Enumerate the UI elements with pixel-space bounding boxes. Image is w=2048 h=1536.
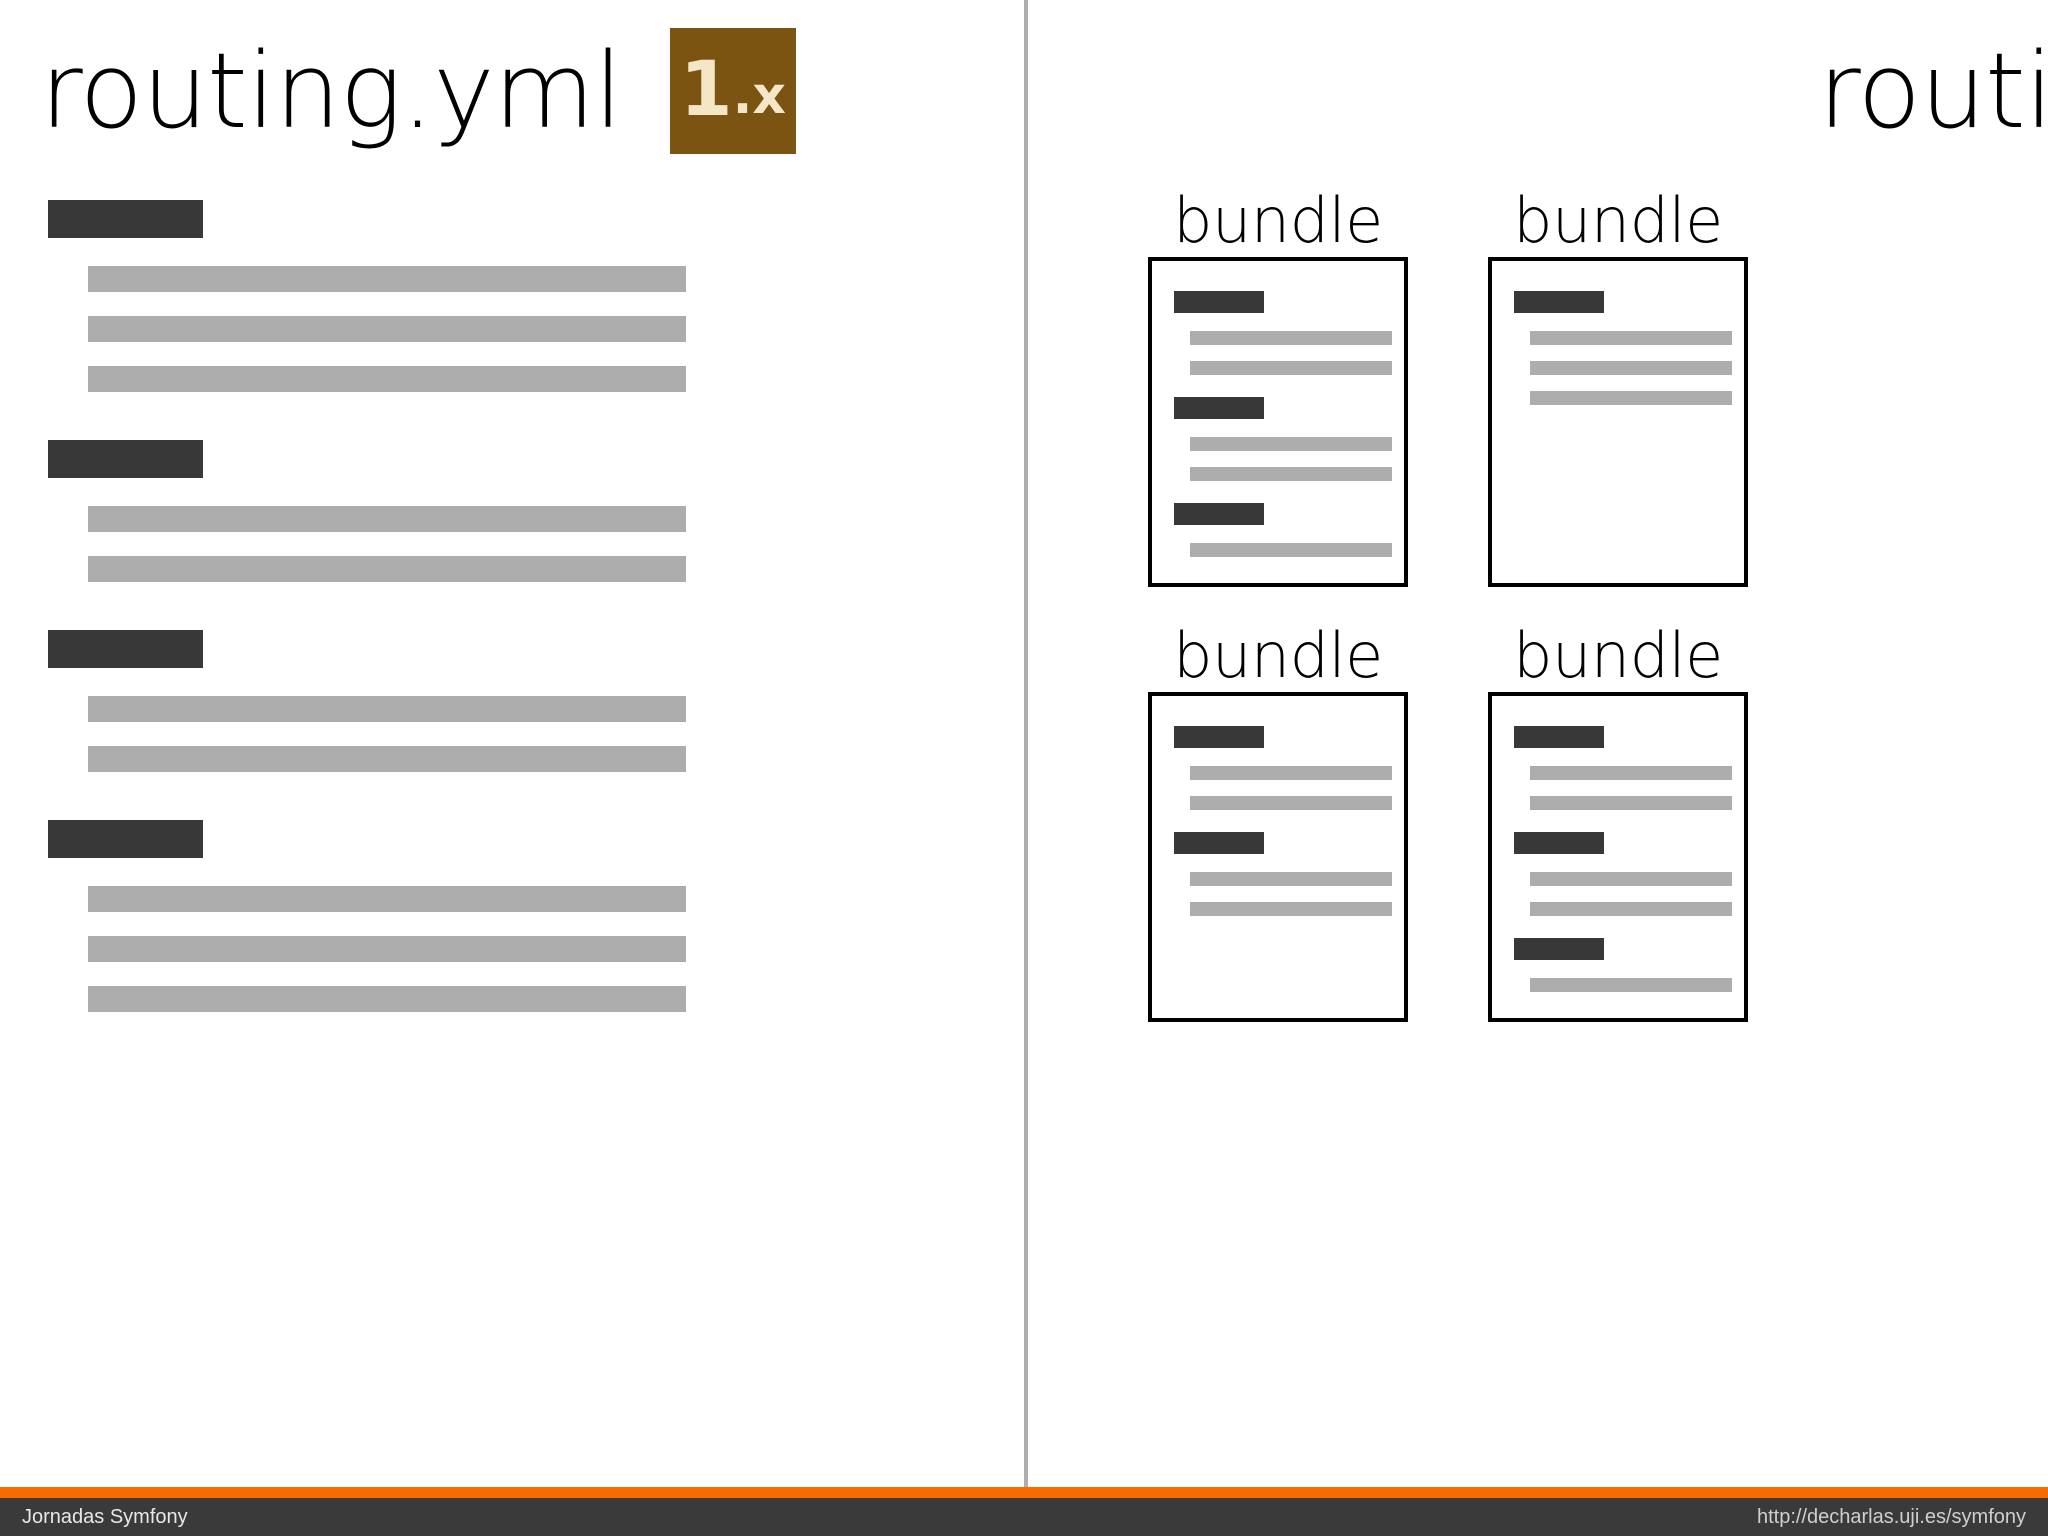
footer-accent-stripe [0,1487,2048,1498]
panel-legacy: routing.yml 1.x [0,0,1024,1487]
bundle-card: bundle [1488,619,1748,1023]
bundle-routing-file [1488,692,1748,1023]
config-key-bar [48,200,203,238]
bundle-label: bundle [1513,619,1723,693]
config-key-bar [1514,832,1604,855]
config-key-bar [1174,832,1264,855]
config-key-bar [1174,291,1264,314]
config-value-bar [1190,796,1392,811]
config-group [1152,291,1404,376]
config-key-bar [1174,397,1264,420]
config-group [1152,832,1404,917]
column-divider [1024,0,1028,1487]
config-value-bar [1530,766,1732,781]
config-key-bar [1514,291,1604,314]
bundle-card: bundle [1148,619,1408,1023]
config-value-bar [1530,796,1732,811]
config-value-bar [1190,872,1392,887]
config-key-bar [1174,503,1264,526]
config-key-bar [1174,726,1264,749]
config-value-bar [1190,331,1392,346]
footer-url: http://decharlas.uji.es/symfony [1756,1506,2026,1528]
config-group [1492,938,1744,993]
config-value-bar [88,986,686,1012]
panel-legacy-header: routing.yml 1.x [40,28,796,154]
config-group [1492,832,1744,917]
config-key-bar [1514,726,1604,749]
config-key-bar [1514,938,1604,961]
footer-event-name: Jornadas Symfony [22,1506,188,1528]
bundle-routing-file [1148,257,1408,588]
bundle-label: bundle [1173,619,1383,693]
version-badge-legacy: 1.x [669,28,796,154]
config-value-bar [1530,361,1732,376]
config-value-bar [1190,543,1392,558]
config-value-bar [88,886,686,912]
bundle-card: bundle [1488,184,1748,588]
slide-canvas: routing.yml 1.x routing.yml 2.x bundlebu… [0,0,2048,1487]
config-value-bar [1190,766,1392,781]
config-value-bar [1530,978,1732,993]
version-badge-major-legacy: 1 [679,44,733,133]
bundle-label: bundle [1513,184,1723,257]
config-group [0,440,1024,582]
config-group [0,200,1024,392]
config-value-bar [88,266,686,292]
config-value-bar [88,506,686,532]
bundle-label: bundle [1173,184,1383,257]
config-group [1152,726,1404,811]
config-value-bar [1530,872,1732,887]
config-value-bar [88,746,686,772]
panel-modern: routing.yml 2.x bundle bundle bundle bundle [1028,0,2048,1487]
panel-modern-header: routing.yml 2.x [1818,28,2048,154]
config-value-bar [1190,902,1392,917]
config-value-bar [1190,361,1392,376]
config-key-bar [48,820,203,858]
config-value-bar [88,936,686,962]
config-group [1152,397,1404,482]
footer-bar: Jornadas Symfony http://decharlas.uji.es… [0,1498,2048,1536]
config-group [1492,726,1744,811]
config-value-bar [1530,391,1732,406]
config-group [1492,291,1744,406]
page-title-legacy: routing.yml [40,30,623,152]
config-group [0,820,1024,1012]
config-key-bar [48,630,203,668]
routing-config-lines-legacy [0,200,1024,1060]
config-value-bar [88,556,686,582]
config-value-bar [88,316,686,342]
config-value-bar [1190,467,1392,482]
page-title-modern: routing.yml [1818,30,2048,152]
config-value-bar [1530,331,1732,346]
config-value-bar [1190,437,1392,452]
config-group [1152,503,1404,558]
config-key-bar [48,440,203,478]
bundle-routing-file [1488,257,1748,588]
config-value-bar [1530,902,1732,917]
config-value-bar [88,366,686,392]
config-value-bar [88,696,686,722]
bundle-card: bundle [1148,184,1408,588]
config-group [0,630,1024,772]
bundle-routing-file [1148,692,1408,1023]
version-badge-minor-legacy: .x [732,66,786,126]
bundle-grid: bundle bundle bundle bundle [1028,184,2048,1023]
